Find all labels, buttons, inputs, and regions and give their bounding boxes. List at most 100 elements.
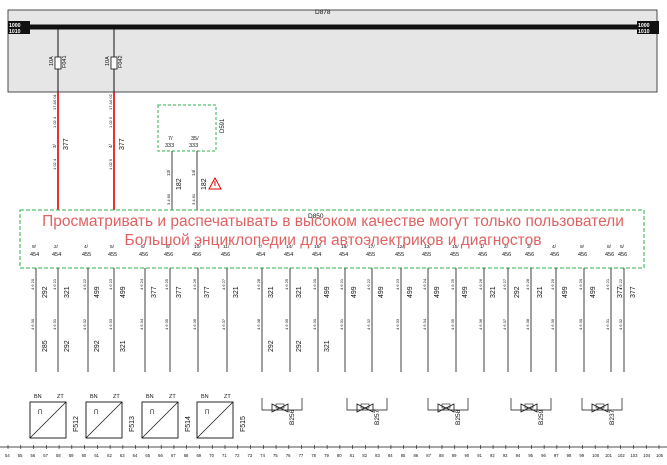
d850-pin-code: 456 <box>478 252 487 258</box>
wire-part-code: 499 <box>407 286 414 298</box>
d850-pin-code: 455 <box>422 252 431 258</box>
d850-pin-number: 15/ <box>314 244 321 250</box>
wire-code: 4 6 36 <box>478 318 483 330</box>
component-pin-right: ZT <box>169 394 176 400</box>
ruler-number: 66 <box>158 453 163 458</box>
component-name: F513 <box>129 416 136 432</box>
ruler-number: 87 <box>426 453 431 458</box>
component-name: B257 <box>374 409 381 425</box>
component-name: B258 <box>455 409 462 425</box>
sensor-diagonal <box>141 401 179 439</box>
wire-part-code: 321 <box>324 340 331 352</box>
wire-code: 4 6 28 <box>525 278 530 290</box>
d850-pin-number: 6/ <box>141 244 146 250</box>
pin-377-left-code: 377 <box>63 138 70 150</box>
d850-pin-number: 13/ <box>424 244 431 250</box>
wire-code: 4 6 30 <box>312 318 317 330</box>
component-pin-right: ZT <box>57 394 64 400</box>
wire-part-code: 321 <box>490 286 497 298</box>
d850-pin-code: 455 <box>366 252 375 258</box>
sensor-diagonal <box>85 401 123 439</box>
ruler-number: 88 <box>439 453 444 458</box>
component-pin-left: BN <box>201 394 209 400</box>
wire-code: 4 6 21 <box>52 278 57 290</box>
wire-code: 4 6 26 <box>192 278 197 290</box>
component-pin-left: BN <box>146 394 154 400</box>
ruler-number: 95 <box>528 453 533 458</box>
wire-part-code: 321 <box>64 286 71 298</box>
ruler-number: 99 <box>579 453 584 458</box>
d850-pin-code: 456 <box>550 252 559 258</box>
wire-code: 4 6 23 <box>395 278 400 290</box>
d850-pin-number: 9/ <box>32 244 37 250</box>
ruler-number: 94 <box>516 453 521 458</box>
wire-code: 4 6 31 <box>52 318 57 330</box>
wire-label-f042-mid: 1 02 5 <box>108 116 113 128</box>
wire-part-code: 499 <box>120 286 127 298</box>
ruler-number: 69 <box>196 453 201 458</box>
wire-label-left-lower: 1 02 4 <box>52 158 57 170</box>
ruler-number: 56 <box>31 453 36 458</box>
wire-code: 4 6 36 <box>192 318 197 330</box>
ruler-number: 91 <box>477 453 482 458</box>
ruler-number: 85 <box>401 453 406 458</box>
wire-code: 4 6 38 <box>256 318 261 330</box>
d850-pin-number: 4/ <box>552 244 557 250</box>
ruler-number: 79 <box>324 453 329 458</box>
ruler-number: 76 <box>286 453 291 458</box>
d850-pin-number: 8/ <box>607 244 612 250</box>
bus-right-code-2: 1010 <box>638 29 650 35</box>
wire-code: 4 6 20 <box>30 278 35 290</box>
d850-pin-number: 11/ <box>223 244 230 250</box>
d850-pin-number: 12/ <box>397 244 404 250</box>
relay-lower-code-b: 182 <box>201 178 208 190</box>
wire-code: 4 6 31 <box>339 318 344 330</box>
ruler-number: 78 <box>311 453 316 458</box>
ruler-number: 55 <box>18 453 23 458</box>
wire-code: 4 6 31 <box>605 318 610 330</box>
wire-code: 4 6 33 <box>108 318 113 330</box>
ruler-number: 64 <box>133 453 138 458</box>
top-unit-label: D878 <box>315 9 331 16</box>
wire-part-code: 499 <box>378 286 385 298</box>
wire-code: 4 6 20 <box>578 278 583 290</box>
ruler-number: 77 <box>299 453 304 458</box>
d850-pin-number: 10/ <box>194 244 201 250</box>
wire-part-code: 292 <box>64 340 71 352</box>
sensor-diagonal <box>196 401 234 439</box>
component-name: F512 <box>73 416 80 432</box>
relay-lower-code-a: 182 <box>176 178 183 190</box>
d850-pin-code: 456 <box>164 252 173 258</box>
ruler-number: 96 <box>541 453 546 458</box>
ruler-number: 105 <box>656 453 664 458</box>
ruler-number: 65 <box>145 453 150 458</box>
valve-connector <box>261 398 303 411</box>
wire-part-code: 321 <box>537 286 544 298</box>
wire-part-code: 377 <box>630 286 637 298</box>
d850-pin-number: 5/ <box>110 244 115 250</box>
d850-pin-code: 456 <box>618 252 627 258</box>
relay-box-d591 <box>157 104 217 152</box>
d850-pin-code: 456 <box>221 252 230 258</box>
ruler-number: 81 <box>350 453 355 458</box>
wire-part-code: 377 <box>617 286 624 298</box>
d850-pin-code: 454 <box>52 252 61 258</box>
ruler-number: 82 <box>362 453 367 458</box>
wire-code: 4 6 26 <box>478 278 483 290</box>
wire-code: 4 6 32 <box>366 318 371 330</box>
wire-code: 4 6 35 <box>450 318 455 330</box>
watermark-line-2: Большой энциклопедии для автоэлектриков … <box>124 232 542 249</box>
sensor-symbol: П <box>94 410 98 416</box>
wire-part-code: 321 <box>233 286 240 298</box>
wire-code: 4 6 32 <box>82 318 87 330</box>
wire-label-f042-upper: 17 A0 02 <box>108 93 113 110</box>
d850-pin-code: 456 <box>502 252 511 258</box>
d850-pin-code: 456 <box>605 252 614 258</box>
relay-lower-pin-14: 14/ <box>191 169 196 176</box>
d850-pin-code: 455 <box>395 252 404 258</box>
wire-code: 4 6 35 <box>164 318 169 330</box>
d850-pin-number: 15/ <box>452 244 459 250</box>
fuse-f042-rating: 10A <box>105 56 111 66</box>
component-name: B256 <box>289 409 296 425</box>
d850-pin-code: 455 <box>450 252 459 258</box>
